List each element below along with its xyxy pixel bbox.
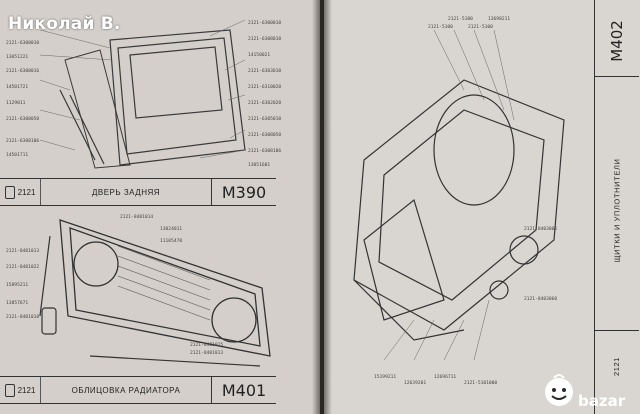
svg-text:1129011: 1129011 <box>6 100 26 106</box>
svg-text:13698211: 13698211 <box>488 16 510 22</box>
svg-text:2121-6308106: 2121-6308106 <box>6 138 39 144</box>
right-caption-strip: М402 ЩИТКИ И УПЛОТНИТЕЛИ 2121 <box>594 0 640 414</box>
caption-model-cell: 2121 <box>0 377 41 403</box>
rear-door-diagram: 2121-6308010 13051221 2121-6308016 1450172… <box>6 19 281 169</box>
radiator-grille-caption: 2121 ОБЛИЦОВКА РАДИАТОРА М401 <box>0 376 276 404</box>
svg-text:2121-6308106: 2121-6308106 <box>248 148 281 154</box>
svg-text:11105470: 11105470 <box>160 238 182 244</box>
svg-text:12639201: 12639201 <box>404 380 426 386</box>
model-code-cell: 2121 <box>595 330 639 401</box>
bazar-logo: bazar <box>542 372 632 412</box>
svg-text:13051601: 13051601 <box>248 162 270 168</box>
svg-text:2121-6302020: 2121-6302020 <box>248 100 281 106</box>
section-title: ДВЕРЬ ЗАДНЯЯ <box>91 187 161 197</box>
svg-text:2121-8403060: 2121-8403060 <box>524 296 557 302</box>
svg-text:13857671: 13857671 <box>6 300 28 306</box>
svg-text:2121-5101000: 2121-5101000 <box>464 380 497 386</box>
svg-text:2121-6308010: 2121-6308010 <box>6 40 39 46</box>
svg-text:2121-8401013: 2121-8401013 <box>6 248 39 254</box>
section-title-cell: ЩИТКИ И УПЛОТНИТЕЛИ <box>595 150 639 270</box>
rear-door-caption: 2121 ДВЕРЬ ЗАДНЯЯ М390 <box>0 178 276 206</box>
svg-text:12696711: 12696711 <box>434 374 456 380</box>
door-icon <box>4 185 15 199</box>
svg-text:14150021: 14150021 <box>248 52 270 58</box>
svg-text:2121-6310020: 2121-6310020 <box>248 84 281 90</box>
svg-text:2121-6308016: 2121-6308016 <box>6 68 39 74</box>
door-icon <box>4 383 15 397</box>
svg-text:15199211: 15199211 <box>374 374 396 380</box>
figure-id: М401 <box>211 377 276 403</box>
figure-id-box: М402 <box>595 6 639 77</box>
svg-text:2121-8401014: 2121-8401014 <box>120 214 153 220</box>
model-code: 2121 <box>17 385 36 395</box>
svg-text:2121-6303010: 2121-6303010 <box>248 68 281 74</box>
watermark-text: Николай В. <box>8 14 121 34</box>
svg-text:2121-8401015: 2121-8401015 <box>190 342 223 348</box>
shields-and-seals-diagram: 2121-5100 2121-5100 2121-5100 13698211 151… <box>353 16 565 386</box>
book-gutter <box>312 0 332 414</box>
radiator-grille-diagram: 2121-8401013 2121-8401022 15895211 1385767… <box>6 214 271 367</box>
section-title: ОБЛИЦОВКА РАДИАТОРА <box>71 385 181 395</box>
svg-text:2121-5100: 2121-5100 <box>468 24 493 30</box>
svg-text:2121-6308050: 2121-6308050 <box>6 116 39 122</box>
svg-text:15895211: 15895211 <box>6 282 28 288</box>
left-page: 2121-6308010 13051221 2121-6308016 1450172… <box>0 0 320 414</box>
svg-text:2121-6308010: 2121-6308010 <box>248 36 281 42</box>
svg-text:2121-8401013: 2121-8401013 <box>190 350 223 356</box>
model-code: 2121 <box>17 187 36 197</box>
caption-model-cell: 2121 <box>0 179 41 205</box>
svg-text:14501721: 14501721 <box>6 84 28 90</box>
svg-text:13024011: 13024011 <box>160 226 182 232</box>
bazar-logo-icon <box>545 374 573 406</box>
svg-text:2121-6308050: 2121-6308050 <box>248 132 281 138</box>
svg-text:2121-5100: 2121-5100 <box>448 16 473 22</box>
svg-text:2121-8403005: 2121-8403005 <box>524 226 557 232</box>
svg-text:2121-6305010: 2121-6305010 <box>248 116 281 122</box>
figure-id: М390 <box>211 179 276 205</box>
svg-text:2121-6300010: 2121-6300010 <box>248 20 281 26</box>
svg-text:2121-8401018: 2121-8401018 <box>6 314 39 320</box>
figure-id: М402 <box>607 20 626 62</box>
svg-text:2121-8401022: 2121-8401022 <box>6 264 39 270</box>
right-page: 2121-5100 2121-5100 2121-5100 13698211 151… <box>324 0 640 414</box>
section-title: ЩИТКИ И УПЛОТНИТЕЛИ <box>612 158 622 262</box>
svg-text:2121-5100: 2121-5100 <box>428 24 453 30</box>
bazar-logo-text: bazar <box>578 392 626 410</box>
svg-text:14501711: 14501711 <box>6 152 28 158</box>
svg-text:13051221: 13051221 <box>6 54 28 60</box>
